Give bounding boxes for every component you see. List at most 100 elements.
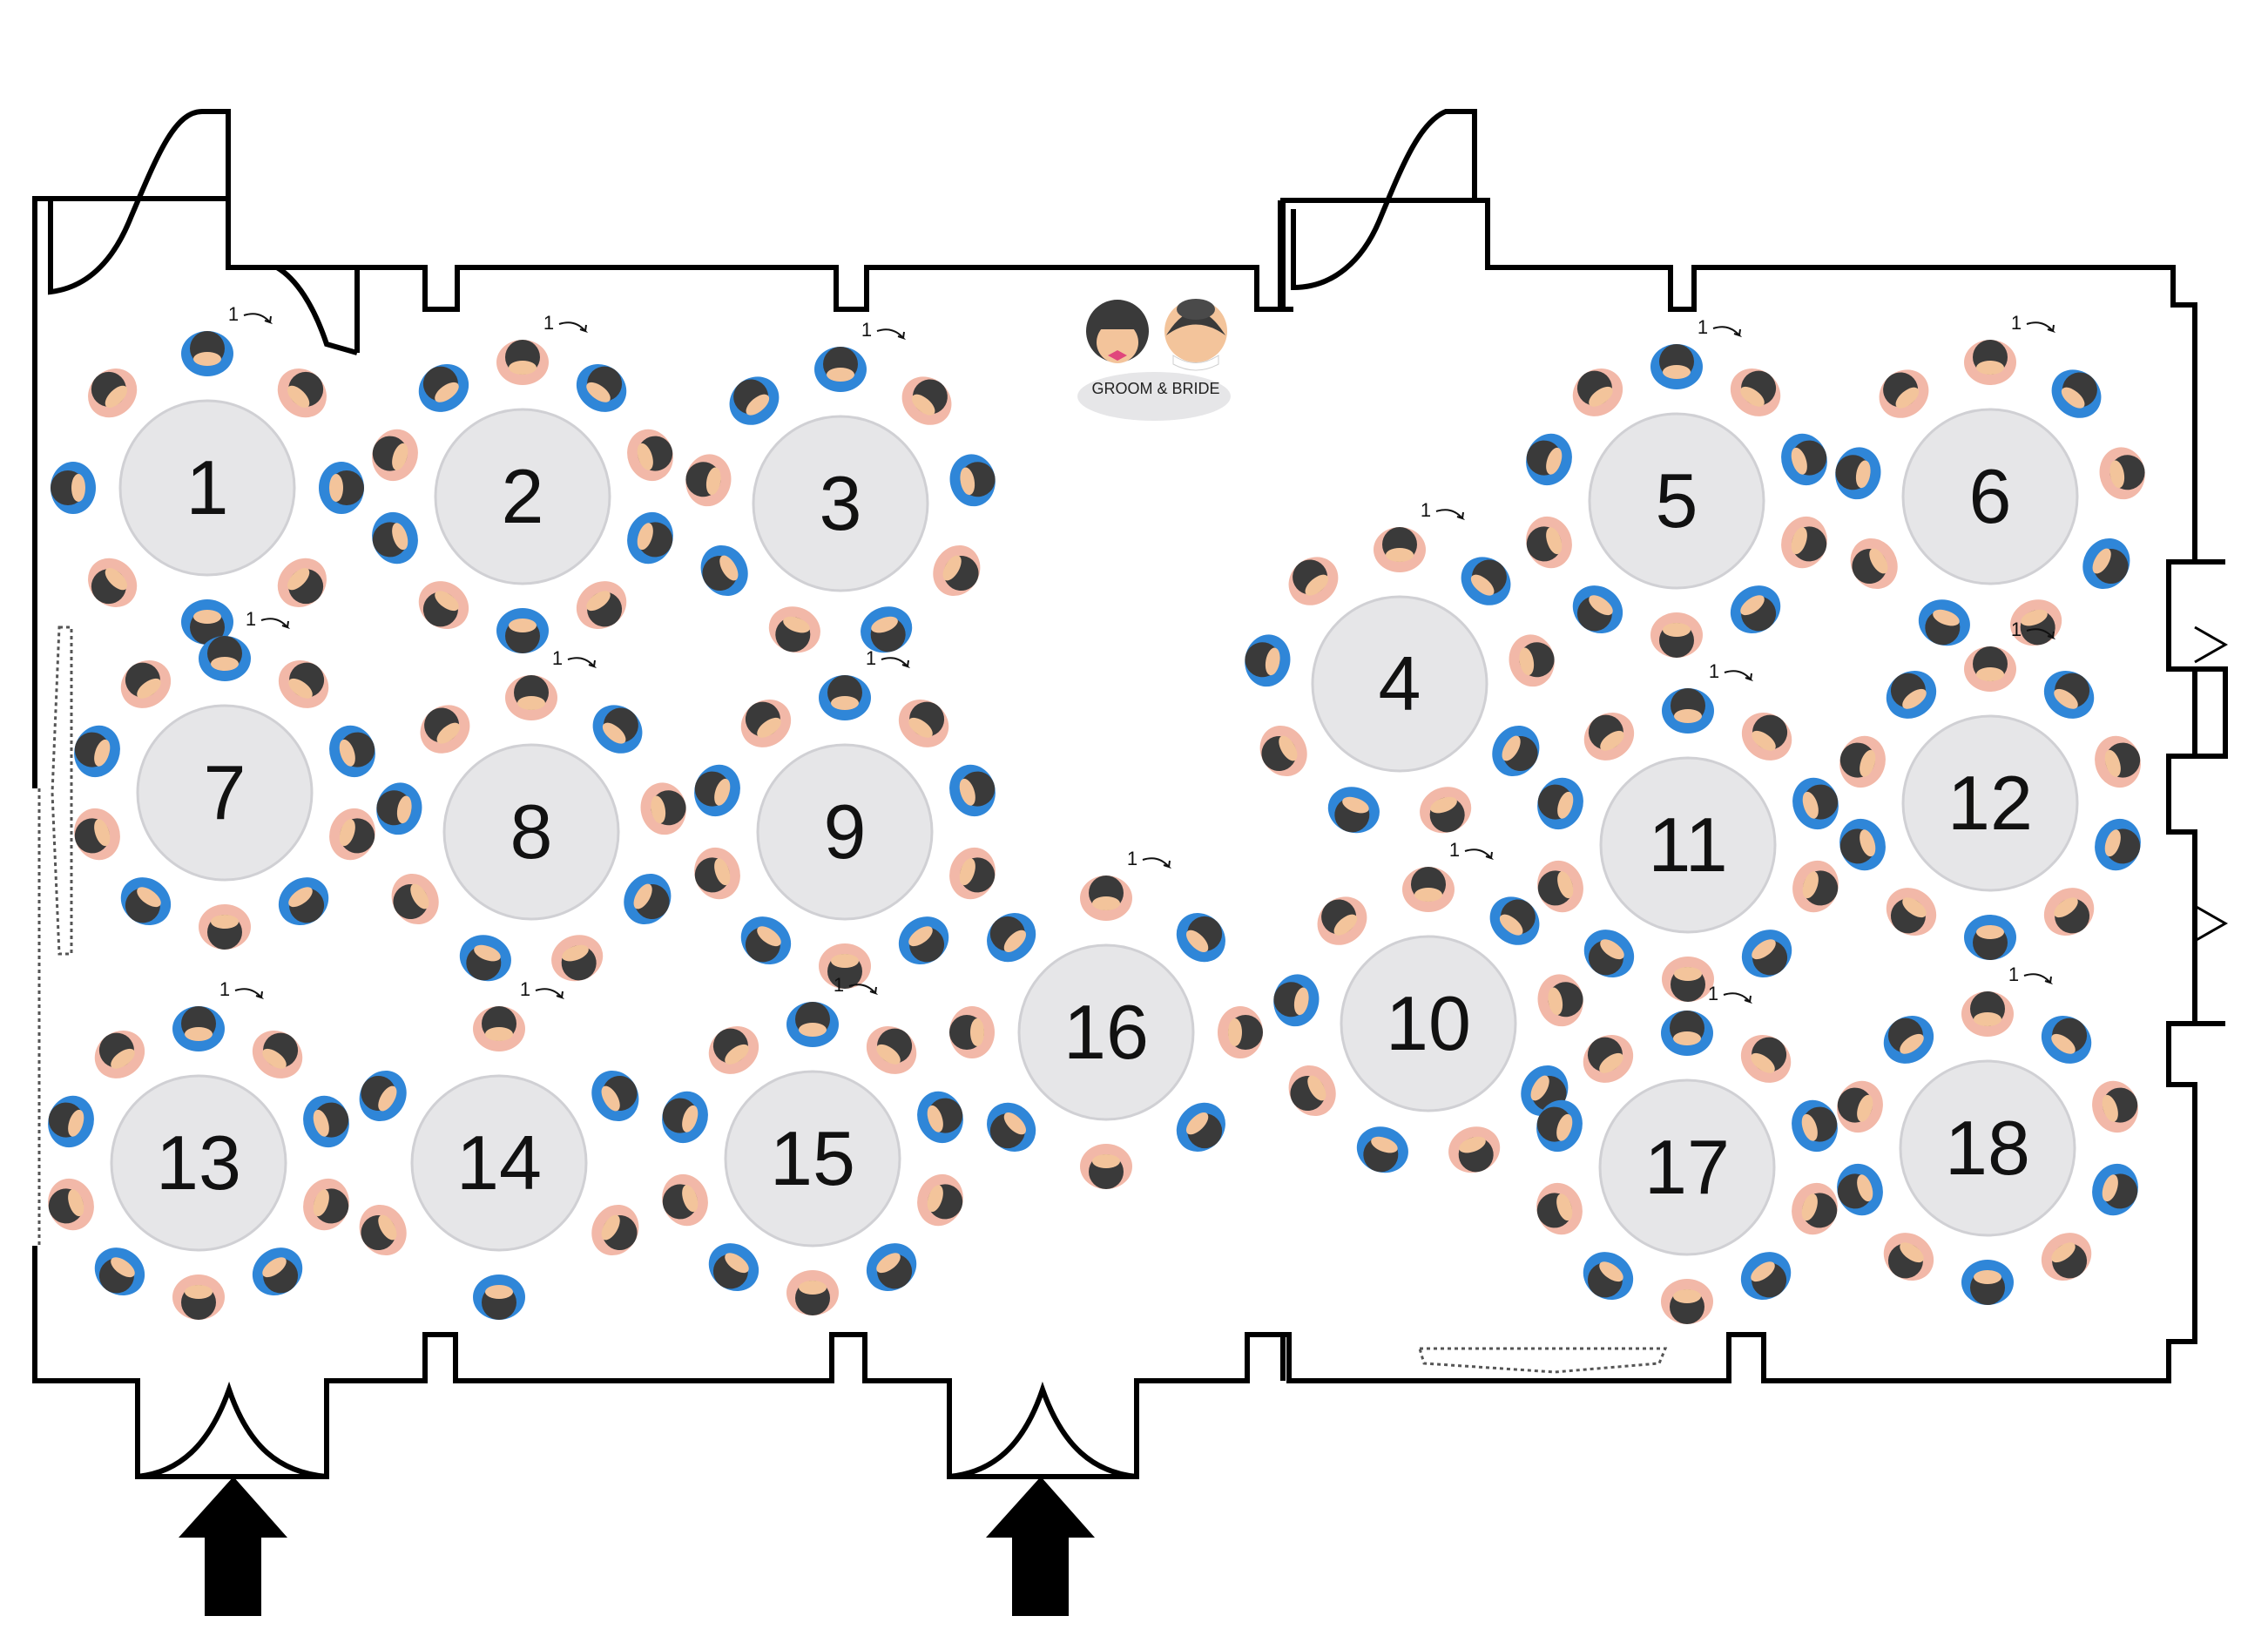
table-2[interactable]: 21: [366, 312, 680, 653]
door-top-left-inner: [275, 265, 358, 355]
table-1[interactable]: 11: [51, 303, 364, 645]
guest-icon: [1781, 516, 1827, 569]
seat-one-label: 1: [228, 303, 239, 325]
guest-icon: [376, 782, 422, 835]
guest-icon: [949, 454, 996, 507]
guest-icon: [1259, 725, 1307, 777]
table-number: 3: [820, 460, 862, 546]
table-15[interactable]: 151: [656, 974, 970, 1315]
guest-icon: [694, 764, 740, 817]
guest-icon: [700, 544, 748, 597]
dotted-fixtures: [37, 625, 1668, 1374]
guest-icon: [1583, 930, 1635, 978]
table-4[interactable]: 41: [1241, 499, 1559, 840]
guest-icon: [1964, 646, 2016, 692]
table-9[interactable]: 91: [688, 647, 1002, 989]
seat-one-label: 1: [1709, 660, 1719, 682]
guest-icon: [473, 1006, 525, 1051]
clockwise-arrow-icon: [2026, 321, 2056, 334]
guest-icon: [2099, 447, 2145, 500]
table-7[interactable]: 71: [68, 608, 382, 950]
guest-icon: [987, 913, 1036, 963]
guest-icon: [591, 1070, 639, 1122]
table-number: 15: [770, 1115, 855, 1201]
table-number: 12: [1947, 760, 2033, 846]
guest-icon: [303, 1095, 349, 1148]
guest-icon: [505, 675, 557, 720]
guest-icon: [1661, 1279, 1713, 1324]
guest-icon: [949, 847, 996, 900]
door-top-right: [1291, 109, 1477, 291]
guest-icon: [372, 511, 418, 565]
clockwise-arrow-icon: [2023, 973, 2054, 985]
guest-icon: [866, 1243, 917, 1292]
seat-one-marker: 1: [2011, 619, 2056, 640]
guest-icon: [2092, 1080, 2138, 1133]
guest-icon: [1730, 585, 1781, 634]
guest-icon: [1781, 433, 1827, 486]
guest-icon: [172, 1006, 225, 1051]
entrance-left-arrow-icon: [179, 1477, 287, 1616]
guest-icon: [1837, 1080, 1883, 1133]
guest-icon: [1526, 433, 1572, 486]
seat-one-label: 1: [219, 978, 230, 1000]
guest-icon: [933, 544, 981, 597]
guest-icon: [418, 581, 469, 630]
table-number: 17: [1644, 1124, 1730, 1210]
table-16[interactable]: 161: [949, 848, 1263, 1189]
table-5[interactable]: 51: [1520, 316, 1834, 658]
clockwise-arrow-icon: [1464, 849, 1495, 861]
table-17[interactable]: 171: [1530, 983, 1845, 1324]
guest-icon: [1492, 725, 1540, 777]
guest-icon: [729, 376, 780, 425]
guest-icon: [1741, 930, 1792, 978]
guest-icon: [1792, 860, 1839, 913]
clockwise-arrow-icon: [1435, 509, 1466, 521]
seat-one-marker: 1: [543, 312, 589, 334]
table-number: 11: [1648, 801, 1727, 888]
table-number: 14: [456, 1119, 542, 1206]
table-8[interactable]: 81: [373, 647, 691, 988]
table-13[interactable]: 131: [42, 978, 356, 1320]
table-3[interactable]: 31: [682, 319, 1000, 659]
clockwise-arrow-icon: [876, 328, 907, 341]
seat-one-label: 1: [2011, 619, 2022, 640]
table-10[interactable]: 101: [1270, 839, 1588, 1180]
clockwise-arrow-icon: [1142, 857, 1172, 869]
guest-icon: [2041, 1015, 2092, 1064]
guest-icon: [1374, 527, 1426, 572]
table-14[interactable]: 141: [350, 978, 648, 1320]
clockwise-arrow-icon: [558, 321, 589, 334]
guest-icon: [898, 916, 949, 965]
guest-icon: [277, 368, 327, 418]
guest-icon: [74, 808, 120, 861]
guest-icon: [901, 376, 952, 425]
guest-icon: [591, 1204, 639, 1256]
table-number: 8: [510, 788, 553, 875]
table-number: 2: [502, 453, 544, 539]
guest-icon: [2092, 1163, 2138, 1216]
guest-icon: [592, 705, 643, 754]
clockwise-arrow-icon: [881, 657, 911, 669]
wall-right-side: [2192, 559, 2225, 1026]
table-11[interactable]: 111: [1531, 660, 1846, 1002]
guest-icon: [576, 363, 627, 412]
guest-icon: [1650, 612, 1703, 658]
guest-icon: [418, 363, 469, 412]
guest-icon: [1792, 1182, 1838, 1235]
table-6[interactable]: 61: [1832, 312, 2150, 652]
guest-icon: [627, 511, 673, 565]
guest-icon: [1740, 1252, 1792, 1301]
guest-icon: [1461, 557, 1511, 605]
table-18[interactable]: 181: [1831, 963, 2145, 1305]
seat-one-marker: 1: [2008, 963, 2054, 985]
table-number: 9: [824, 788, 867, 875]
groom-icon: [1086, 300, 1149, 363]
fixture-left-wall: [51, 625, 73, 956]
guest-icon: [1537, 777, 1583, 830]
clockwise-arrow-icon: [2026, 628, 2056, 640]
guest-icon: [1420, 787, 1472, 834]
guest-icon: [120, 877, 172, 926]
table-top: [1598, 1078, 1776, 1256]
table-12[interactable]: 12 1: [1833, 619, 2148, 960]
